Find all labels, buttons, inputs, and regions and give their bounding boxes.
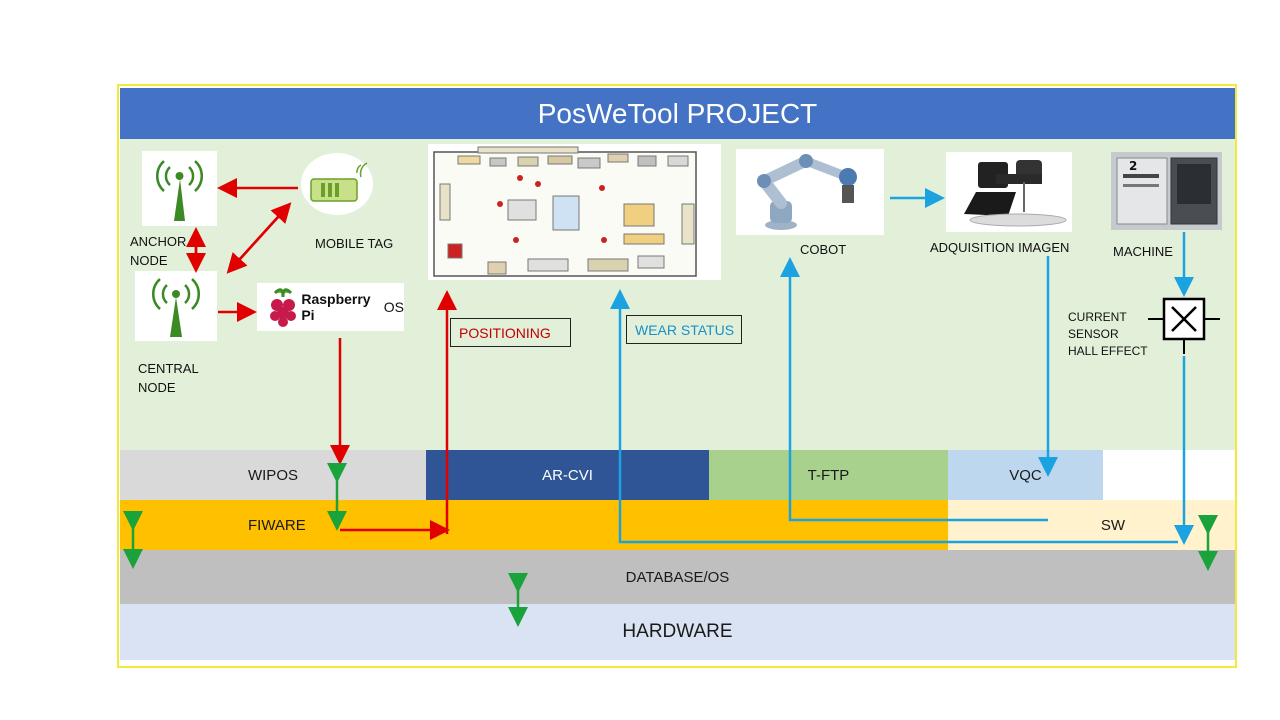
layer-vqc-label: VQC — [1009, 466, 1042, 484]
layer-database: DATABASE/OS — [120, 550, 1235, 604]
layer-ar-cvi-label: AR-CVI — [542, 466, 593, 484]
arrow-vqc-cobot — [780, 257, 1048, 522]
arrow-central-tag — [229, 202, 292, 271]
cobot-image — [736, 149, 884, 235]
antenna-icon — [155, 160, 204, 221]
layer-ar-cvi: AR-CVI — [426, 450, 709, 500]
layer-hardware-label: HARDWARE — [622, 621, 733, 642]
layer-database-label: DATABASE/OS — [625, 568, 730, 586]
robot-arm-icon — [757, 154, 857, 230]
raspberry-os-text: OS — [383, 299, 404, 315]
central-node-image — [135, 271, 217, 341]
layer-sw-label: SW — [1100, 516, 1125, 534]
wear-status-box: WEAR STATUS — [626, 315, 742, 344]
mobile-tag-image — [301, 153, 373, 215]
layer-wipos-label: WIPOS — [247, 466, 298, 484]
layer-gap — [1103, 450, 1235, 500]
mobile-tag-label: MOBILE TAG — [315, 236, 394, 251]
antenna-icon — [151, 278, 201, 337]
project-title: PosWeTool PROJECT — [120, 88, 1235, 139]
layer-hardware: HARDWARE — [120, 604, 1235, 660]
positioning-label: POSITIONING — [459, 324, 551, 341]
wear-status-label: WEAR STATUS — [635, 321, 735, 338]
arrow-sw-wear-status — [610, 289, 1178, 544]
central-node-label: CENTRAL NODE — [138, 361, 199, 395]
machine-image: 2 — [1111, 152, 1222, 230]
raspberry-pi-os-logo: Raspberry Pi OS — [257, 283, 404, 331]
current-sensor-symbol — [1148, 296, 1220, 356]
microscope-camera-icon — [964, 160, 1067, 227]
tag-device-icon — [310, 162, 368, 202]
layer-fiware-label: FIWARE — [248, 516, 306, 534]
raspberry-text: Raspberry Pi — [301, 291, 371, 323]
layer-wipos: WIPOS — [120, 450, 426, 500]
cnc-machine-icon: 2 — [1111, 152, 1222, 230]
sensor-icon — [1148, 297, 1220, 354]
floor-plan-image — [428, 144, 721, 280]
anchor-node-image — [142, 151, 217, 226]
cobot-label: COBOT — [800, 242, 847, 257]
layer-vqc: VQC — [948, 450, 1103, 500]
anchor-node-label: ANCHOR NODE — [130, 234, 187, 268]
machine-label: MACHINE — [1113, 244, 1173, 259]
positioning-box: POSITIONING — [450, 318, 571, 347]
acquisition-label: ADQUISITION IMAGEN — [930, 240, 1070, 255]
floor-plan-drawing — [433, 146, 697, 277]
raspberry-icon — [270, 288, 296, 327]
current-sensor-label: CURRENT SENSOR HALL EFFECT — [1068, 310, 1148, 358]
svg-text:2: 2 — [1129, 159, 1137, 173]
layer-t-ftp: T-FTP — [709, 450, 948, 500]
acquisition-image — [946, 152, 1072, 232]
layer-t-ftp-label: T-FTP — [807, 466, 850, 484]
